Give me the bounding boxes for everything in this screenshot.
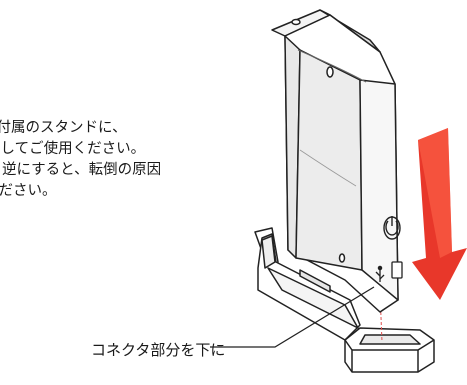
alignment-guide-line — [379, 291, 383, 343]
device — [271, 9, 399, 313]
stand — [254, 227, 435, 373]
insert-direction-arrow — [412, 128, 467, 300]
instruction-line-3: 逆にすると、転倒の原因 — [2, 162, 162, 178]
usb-symbol-icon — [375, 261, 403, 282]
callout-leader-line — [210, 286, 375, 348]
instruction-line-4: ください。 — [0, 183, 57, 199]
instruction-line-2: 置してご使用ください。 — [0, 141, 146, 157]
connector-callout-label: コネクタ部分を下に — [91, 341, 226, 359]
power-symbol-icon — [383, 216, 401, 240]
instruction-text: 、付属のスタンドに、 置してご使用ください。 逆にすると、転倒の原因 ください。 — [0, 118, 242, 202]
instruction-line-1: 、付属のスタンドに、 — [0, 120, 127, 136]
